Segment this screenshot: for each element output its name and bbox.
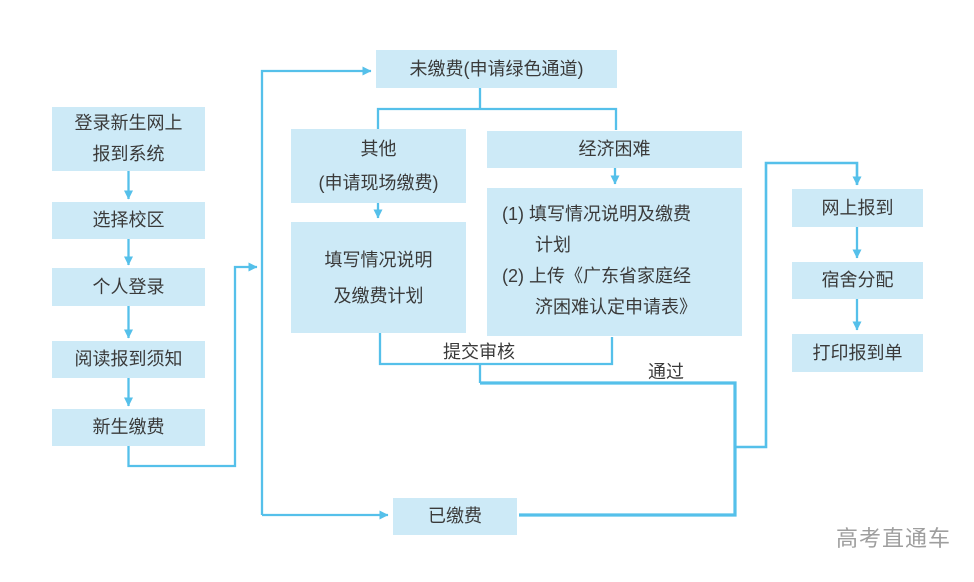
node-choose-campus: 选择校区 (52, 202, 205, 239)
connector-trunk-to-unpaid (260, 66, 372, 515)
node-label: 其他 (申请现场缴费) (318, 139, 439, 193)
node-paid: 已缴费 (393, 498, 517, 535)
node-unpaid: 未缴费(申请绿色通道) (376, 50, 617, 88)
node-label: 网上报到 (821, 197, 894, 218)
node-financial-hardship: 经济困难 (487, 131, 742, 168)
node-label: 阅读报到须知 (74, 349, 183, 369)
node-label: 个人登录 (92, 276, 165, 297)
node-label: 选择校区 (92, 210, 165, 230)
edge-label-approved: 通过 (648, 362, 684, 382)
connector-approved-route (480, 381, 737, 517)
node-login-system: 登录新生网上 报到系统 (52, 107, 205, 171)
node-label: 宿舍分配 (821, 270, 894, 290)
node-label: 未缴费(申请绿色通道) (409, 58, 584, 79)
node-personal-login: 个人登录 (52, 268, 205, 306)
node-label: 新生缴费 (92, 417, 165, 437)
node-dorm-assignment: 宿舍分配 (792, 262, 923, 299)
watermark-text: 高考直通车 (836, 526, 952, 551)
node-online-checkin: 网上报到 (792, 189, 923, 227)
connector-to-online-checkin (735, 161, 862, 449)
node-label: 打印报到单 (812, 342, 903, 363)
node-label: 已缴费 (428, 506, 482, 526)
node-label: 经济困难 (578, 139, 651, 159)
node-print-slip: 打印报到单 (792, 334, 923, 372)
connector-unpaid-split (376, 88, 618, 130)
node-freshman-payment: 新生缴费 (52, 409, 205, 446)
node-hardship-steps: (1) 填写情况说明及缴费 计划 (2) 上传《广东省家庭经 济困难认定申请表》 (487, 188, 742, 336)
node-other: 其他 (申请现场缴费) (291, 129, 466, 203)
node-read-notice: 阅读报到须知 (52, 341, 205, 378)
connector-payment-to-trunk (127, 262, 258, 468)
node-label: 填写情况说明 及缴费计划 (324, 249, 433, 306)
node-payment-plan: 填写情况说明 及缴费计划 (291, 222, 466, 333)
node-label: 登录新生网上 报到系统 (74, 113, 183, 164)
hardship-step-1: (1) 填写情况说明及缴费 计划 (502, 204, 691, 255)
hardship-step-2: (2) 上传《广东省家庭经 济困难认定申请表》 (502, 266, 697, 317)
connector-submit-review-merge (378, 333, 614, 383)
edge-label-submit-review: 提交审核 (443, 342, 515, 362)
